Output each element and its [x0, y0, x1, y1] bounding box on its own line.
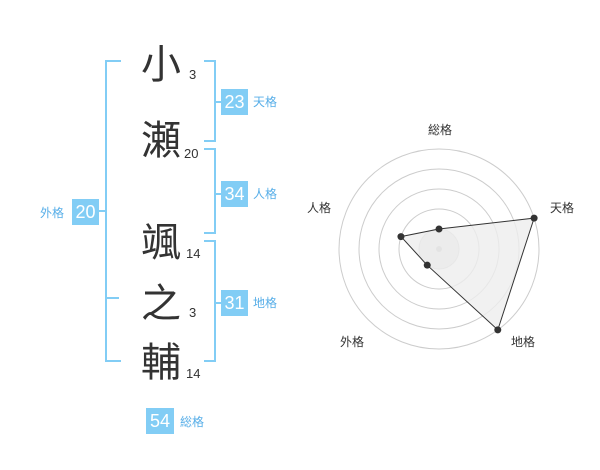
- radar-axis-label-chikaku: 地格: [511, 335, 536, 349]
- radar-axis-label-jinkaku: 人格: [307, 201, 332, 215]
- gaikaku-connector: [94, 210, 105, 212]
- stroke-count-1: 3: [189, 67, 197, 82]
- tenkaku-connector: [216, 101, 221, 103]
- name-char-4: 之: [141, 281, 181, 327]
- chikaku-label: 地格: [253, 296, 278, 310]
- radar-point-5: [397, 233, 405, 241]
- stroke-count-5: 14: [186, 366, 201, 381]
- stroke-count-2: 20: [184, 146, 199, 161]
- soukaku-label: 総格: [180, 415, 205, 429]
- radar-point-3: [494, 326, 502, 334]
- radar-axis-label-soukaku: 総格: [428, 123, 453, 137]
- stroke-count-4: 3: [189, 305, 197, 320]
- name-char-2: 瀬: [141, 118, 181, 164]
- radar-axis-label-tenkaku: 天格: [550, 201, 575, 215]
- tenkaku-label: 天格: [253, 95, 278, 109]
- jinkaku-value: 34: [221, 181, 248, 207]
- radar-axis-label-gaikaku: 外格: [340, 335, 365, 349]
- gaikaku-bracket-split: [105, 297, 119, 299]
- gaikaku-value: 20: [72, 199, 99, 225]
- tenkaku-value: 23: [221, 89, 248, 115]
- tenkaku-bracket: [204, 60, 216, 142]
- chikaku-value: 31: [221, 290, 248, 316]
- jinkaku-connector: [216, 193, 221, 195]
- radar-polygon: [400, 217, 535, 331]
- chikaku-bracket: [204, 240, 216, 362]
- name-char-1: 小: [141, 42, 181, 88]
- radar-point-2: [530, 214, 538, 222]
- jinkaku-label: 人格: [253, 187, 278, 201]
- chikaku-connector: [216, 302, 221, 304]
- radar-point-4: [423, 261, 431, 269]
- gaikaku-bracket: [105, 60, 121, 362]
- radar-ring-5: [338, 148, 540, 350]
- gaikaku-label: 外格: [40, 206, 65, 220]
- name-char-3: 颯: [141, 220, 181, 266]
- jinkaku-bracket: [204, 148, 216, 234]
- stroke-count-3: 14: [186, 246, 201, 261]
- radar-point-1: [435, 225, 443, 233]
- radar-points: [397, 214, 538, 334]
- soukaku-value: 54: [146, 408, 174, 434]
- name-char-5: 輔: [141, 340, 181, 386]
